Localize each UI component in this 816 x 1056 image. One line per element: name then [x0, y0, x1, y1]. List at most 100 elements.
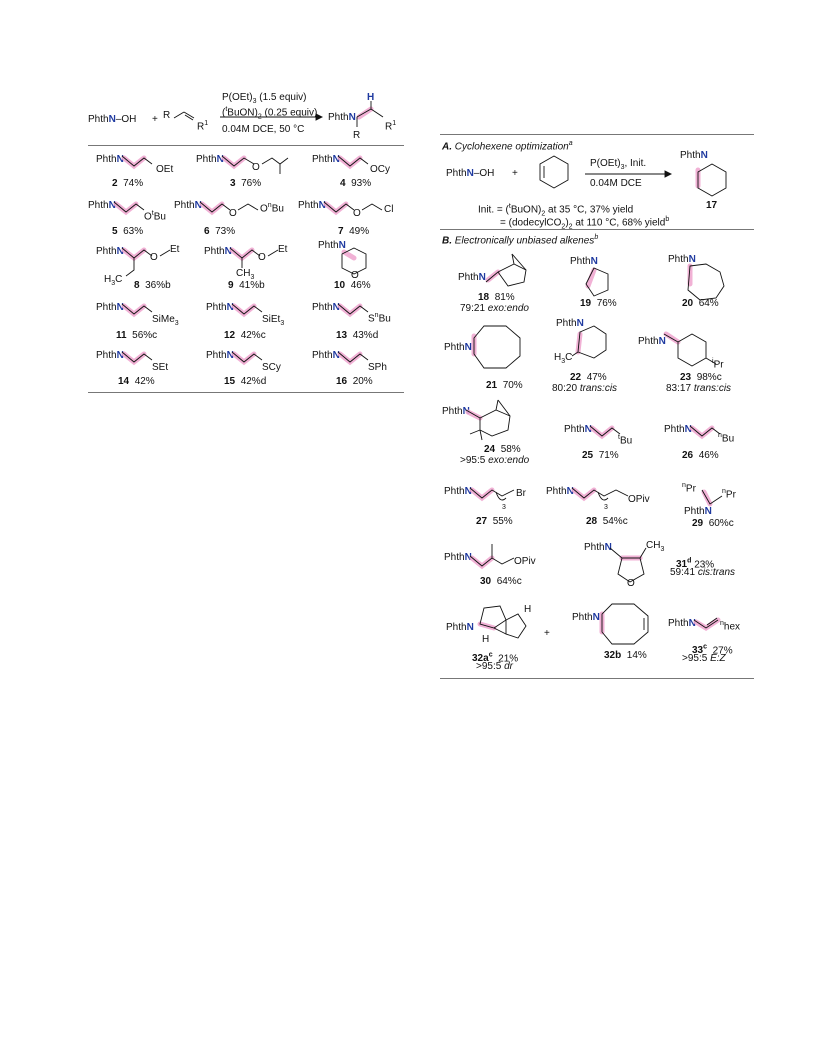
label-29: 29 60%c	[692, 518, 734, 529]
reactant-phthn-oh: PhthN–OH	[88, 114, 137, 125]
phthn-label: PhthN	[196, 154, 224, 165]
h3c-22: H3C	[554, 352, 573, 365]
plus-sign: +	[152, 114, 158, 125]
oxygen-8: O	[150, 252, 158, 263]
alkene-reactant	[173, 111, 195, 121]
label-17: 17	[706, 200, 718, 211]
mol-4	[337, 155, 369, 170]
ch3-31: CH3	[646, 540, 665, 553]
plus-32: +	[544, 628, 550, 639]
mol-31	[609, 547, 647, 583]
label-11: 11 56%c	[116, 330, 158, 341]
divider-b-top	[440, 229, 754, 230]
section-a-header: A. Cyclohexene optimizationa	[442, 140, 573, 153]
mol-13	[337, 303, 369, 318]
label-26: 26 46%	[682, 450, 719, 461]
label-3: 3 76%	[230, 178, 262, 189]
label-31: 31d 23%	[676, 558, 715, 571]
mol-9-tail	[267, 249, 279, 257]
phthn-18: PhthN	[458, 272, 486, 283]
mol-7	[323, 201, 383, 216]
label-28: 28 54%c	[586, 516, 628, 527]
label-16: 16 20%	[336, 376, 373, 387]
label-23: 23 98%c	[680, 372, 722, 383]
opiv-28: OPiv	[628, 494, 650, 505]
label-9: 9 41%b	[228, 280, 265, 291]
nbu-26: nBu	[718, 432, 735, 445]
phthn-22: PhthN	[556, 318, 584, 329]
reaction-arrow	[220, 113, 324, 121]
phthn-26: PhthN	[664, 424, 692, 435]
cond-a-1: P(OEt)3, Init.	[590, 158, 647, 171]
section-b-header: B. Electronically unbiased alkenesb	[442, 234, 599, 247]
oxygen-9: O	[258, 252, 266, 263]
ipr-23: iPr	[712, 358, 724, 371]
divider-b-bottom	[440, 678, 754, 679]
label-10: 10 46%	[334, 280, 371, 291]
group-8: Et	[170, 244, 180, 255]
phthn-32a: PhthN	[446, 622, 474, 633]
product-general-skeleton	[356, 101, 384, 127]
label-19: 19 76%	[580, 298, 617, 309]
group-12: SiEt3	[262, 314, 285, 327]
phthn-33: PhthN	[668, 618, 696, 629]
divider-bottom	[88, 392, 404, 393]
group-15: SCy	[262, 362, 281, 373]
label-12: 12 42%c	[224, 330, 266, 341]
condition-1: P(OEt)3 (1.5 equiv)	[222, 92, 307, 105]
phthn-32b: PhthN	[572, 612, 600, 623]
phthn-label: PhthN	[312, 154, 340, 165]
arrow-a	[585, 170, 673, 178]
cyclohexene-reactant	[539, 155, 569, 189]
mol-22	[571, 325, 607, 359]
h-32a-bottom: H	[482, 634, 490, 645]
label-32b: 32b 14%	[604, 650, 647, 661]
phthn-label: PhthN	[96, 350, 124, 361]
mol-23	[663, 331, 717, 367]
note-22: 80:20 trans:cis	[552, 383, 618, 394]
br-27: Br	[516, 488, 526, 499]
mol-9	[229, 247, 261, 268]
phthn-label: PhthN	[88, 200, 116, 211]
label-25: 25 71%	[582, 450, 619, 461]
phthn-20: PhthN	[668, 254, 696, 265]
group-13: SnBu	[368, 312, 391, 325]
mol-8	[121, 247, 153, 277]
mol-27	[469, 487, 515, 502]
phthn-label: PhthN	[312, 350, 340, 361]
ch3-9: CH3	[236, 268, 255, 281]
phthn-28: PhthN	[546, 486, 574, 497]
phthn-23: PhthN	[638, 336, 666, 347]
mol-20	[687, 263, 725, 301]
mol-30	[469, 544, 515, 570]
mol-21	[471, 325, 521, 369]
oxygen-3: O	[252, 162, 260, 173]
label-21: 21 70%	[486, 380, 523, 391]
npr-29-left: nPr	[682, 482, 696, 495]
mol-3	[221, 155, 289, 174]
mol-5	[113, 201, 145, 216]
mol-16	[337, 351, 369, 366]
product-r: R	[353, 130, 361, 141]
product-h: H	[367, 92, 375, 103]
mol-12	[231, 303, 263, 318]
divider-top	[88, 145, 404, 146]
label-4: 4 93%	[340, 178, 372, 189]
label-5: 5 63%	[112, 226, 144, 237]
note-23: 83:17 trans:cis	[666, 383, 732, 394]
phthn-19: PhthN	[570, 256, 598, 267]
label-30: 30 64%c	[480, 576, 522, 587]
alkene-r: R	[163, 110, 171, 121]
phthn-label: PhthN	[96, 154, 124, 165]
label-33: 33c 27%	[692, 644, 733, 657]
phthn-31: PhthN	[584, 542, 612, 553]
mol-10-ring	[341, 247, 367, 275]
group-6: OnBu	[260, 202, 284, 215]
group-5: OtBu	[144, 210, 166, 223]
mol-6	[199, 201, 259, 216]
label-8: 8 36%b	[134, 280, 171, 291]
label-32a: 32ac 21%	[472, 652, 519, 665]
mol-19	[585, 267, 609, 297]
phthn-label: PhthN	[174, 200, 202, 211]
note-32a: >95:5 dr	[476, 661, 513, 672]
